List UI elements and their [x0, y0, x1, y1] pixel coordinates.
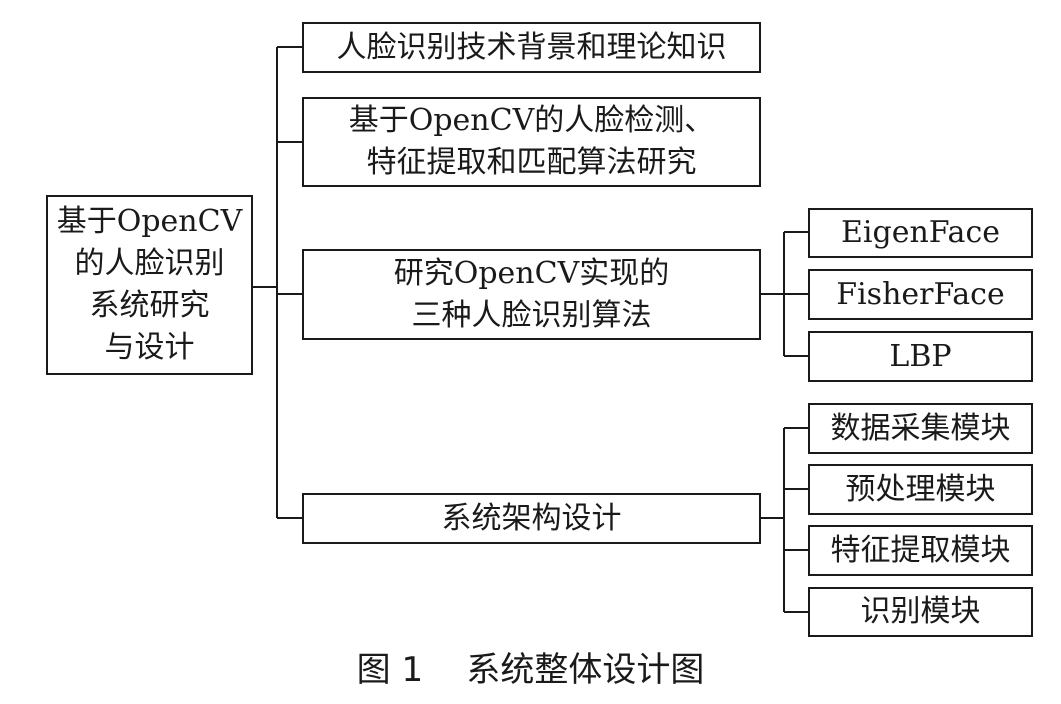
algorithm-label: FisherFace [836, 276, 1005, 312]
root-line-3: 系统研究 [89, 288, 210, 323]
branch-architecture-label: 系统架构设计 [441, 500, 622, 536]
branch-algorithms-line-2: 三种人脸识别算法 [411, 297, 652, 333]
root-line-1: 基于OpenCV [56, 204, 243, 239]
module-label: 识别模块 [860, 594, 981, 629]
branch-node-algorithms: 研究OpenCV实现的 三种人脸识别算法 [302, 249, 761, 340]
branch-node-detection: 基于OpenCV的人脸检测、 特征提取和匹配算法研究 [302, 97, 761, 187]
branch-node-architecture: 系统架构设计 [302, 493, 761, 544]
module-label: 预处理模块 [845, 471, 996, 507]
module-node-data-collection: 数据采集模块 [808, 403, 1033, 454]
module-label: 数据采集模块 [830, 410, 1011, 446]
branch-detection-line-2: 特征提取和匹配算法研究 [366, 145, 697, 180]
branch-node-theory: 人脸识别技术背景和理论知识 [302, 22, 761, 73]
algorithm-node-lbp: LBP [808, 331, 1033, 382]
figure-caption: 图 1 系统整体设计图 [356, 650, 705, 690]
root-line-2: 的人脸识别 [74, 246, 225, 281]
module-label: 特征提取模块 [830, 532, 1011, 568]
root-line-4: 与设计 [104, 330, 195, 365]
branch-algorithms-line-1: 研究OpenCV实现的 [393, 255, 670, 291]
algorithm-node-eigenface: EigenFace [808, 208, 1033, 258]
module-node-recognition: 识别模块 [808, 587, 1033, 637]
root-node: 基于OpenCV 的人脸识别 系统研究 与设计 [46, 195, 253, 375]
branch-detection-line-1: 基于OpenCV的人脸检测、 [348, 103, 715, 138]
module-node-feature-extraction: 特征提取模块 [808, 525, 1033, 576]
algorithm-label: LBP [889, 338, 952, 374]
module-node-preprocessing: 预处理模块 [808, 464, 1033, 515]
branch-theory-label: 人脸识别技术背景和理论知识 [336, 29, 727, 65]
algorithm-node-fisherface: FisherFace [808, 269, 1033, 320]
algorithm-label: EigenFace [841, 215, 1000, 250]
